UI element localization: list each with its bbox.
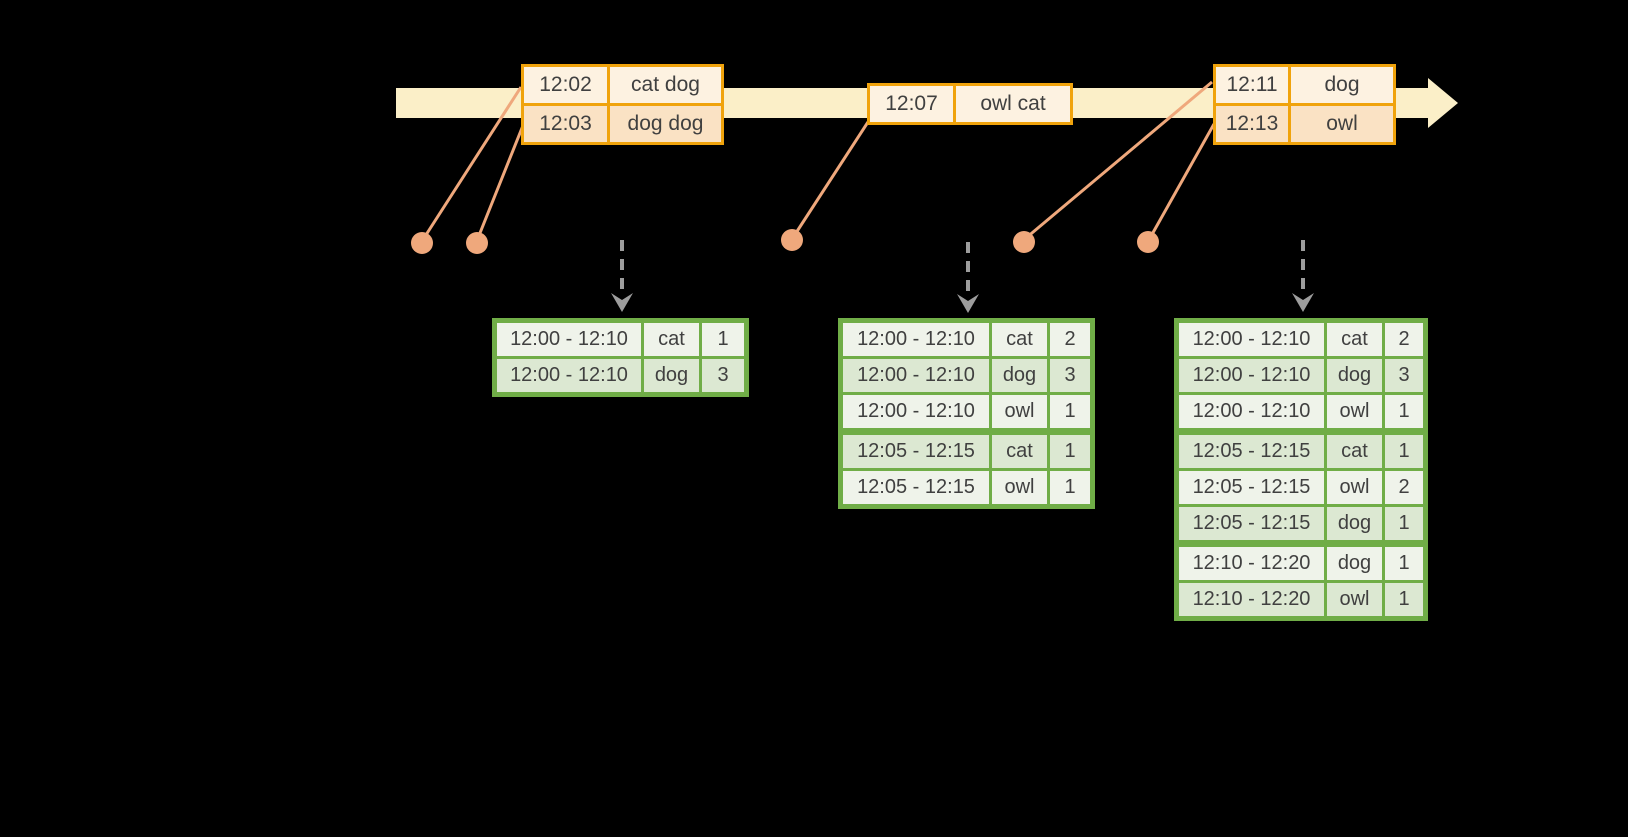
- count-cell: 1: [1047, 428, 1094, 471]
- arrow-down-icon: [611, 293, 633, 312]
- trigger-arrow: [611, 240, 633, 312]
- event-dot: [411, 232, 433, 254]
- timeline-arrowhead-icon: [1428, 78, 1458, 128]
- word-cell: cat: [989, 428, 1050, 471]
- count-cell: 1: [1047, 392, 1094, 433]
- trigger-arrow: [1292, 240, 1314, 312]
- event-dot: [781, 229, 803, 251]
- window-cell: 12:10 - 12:20: [1175, 580, 1327, 620]
- arrow-down-icon: [957, 294, 979, 313]
- word-cell: owl: [1324, 468, 1385, 507]
- word-cell: dog: [1324, 540, 1385, 583]
- window-cell: 12:00 - 12:10: [1175, 392, 1327, 433]
- window-cell: 12:00 - 12:10: [1175, 319, 1327, 359]
- trigger-arrow: [957, 242, 979, 313]
- count-cell: 3: [699, 356, 748, 396]
- event-connector-line: [792, 121, 870, 237]
- count-cell: 1: [1382, 540, 1427, 583]
- window-cell: 12:05 - 12:15: [1175, 428, 1327, 471]
- count-cell: 2: [1382, 319, 1427, 359]
- count-cell: 1: [699, 319, 748, 359]
- event-dot: [1137, 231, 1159, 253]
- window-cell: 12:05 - 12:15: [1175, 468, 1327, 507]
- word-cell: dog: [989, 356, 1050, 395]
- word-cell: cat: [1324, 428, 1385, 471]
- word-cell: owl: [989, 392, 1050, 433]
- window-cell: 12:05 - 12:15: [839, 468, 992, 508]
- count-cell: 3: [1382, 356, 1427, 395]
- word-cell: dog: [1324, 504, 1385, 545]
- event-words-cell: owl cat: [953, 83, 1073, 125]
- event-connector-line: [476, 122, 526, 239]
- count-cell: 2: [1382, 468, 1427, 507]
- event-time-cell: 12:03: [521, 103, 610, 145]
- window-cell: 12:00 - 12:10: [493, 319, 644, 359]
- arrow-down-icon: [1292, 293, 1314, 312]
- event-words-cell: owl: [1288, 103, 1396, 145]
- event-words-cell: cat dog: [607, 64, 724, 106]
- count-cell: 1: [1382, 580, 1427, 620]
- event-words-cell: dog dog: [607, 103, 724, 145]
- event-connector-line: [422, 86, 523, 239]
- window-cell: 12:00 - 12:10: [1175, 356, 1327, 395]
- event-time-cell: 12:13: [1213, 103, 1291, 145]
- window-cell: 12:05 - 12:15: [839, 428, 992, 471]
- event-time-cell: 12:11: [1213, 64, 1291, 106]
- event-time-cell: 12:02: [521, 64, 610, 106]
- word-cell: cat: [1324, 319, 1385, 359]
- word-cell: owl: [989, 468, 1050, 508]
- window-cell: 12:10 - 12:20: [1175, 540, 1327, 583]
- word-cell: owl: [1324, 392, 1385, 433]
- window-cell: 12:00 - 12:10: [839, 392, 992, 433]
- count-cell: 1: [1382, 428, 1427, 471]
- count-cell: 1: [1382, 392, 1427, 433]
- event-words-cell: dog: [1288, 64, 1396, 106]
- window-cell: 12:05 - 12:15: [1175, 504, 1327, 545]
- word-cell: cat: [989, 319, 1050, 359]
- event-time-cell: 12:07: [867, 83, 956, 125]
- count-cell: 1: [1382, 504, 1427, 545]
- window-cell: 12:00 - 12:10: [839, 319, 992, 359]
- event-dot: [466, 232, 488, 254]
- count-cell: 3: [1047, 356, 1094, 395]
- count-cell: 1: [1047, 468, 1094, 508]
- word-cell: owl: [1324, 580, 1385, 620]
- word-cell: cat: [641, 319, 702, 359]
- window-cell: 12:00 - 12:10: [839, 356, 992, 395]
- count-cell: 2: [1047, 319, 1094, 359]
- event-dot: [1013, 231, 1035, 253]
- word-cell: dog: [641, 356, 702, 396]
- event-connector-line: [1025, 80, 1213, 240]
- window-cell: 12:00 - 12:10: [493, 356, 644, 396]
- event-connector-line: [1148, 123, 1216, 239]
- word-cell: dog: [1324, 356, 1385, 395]
